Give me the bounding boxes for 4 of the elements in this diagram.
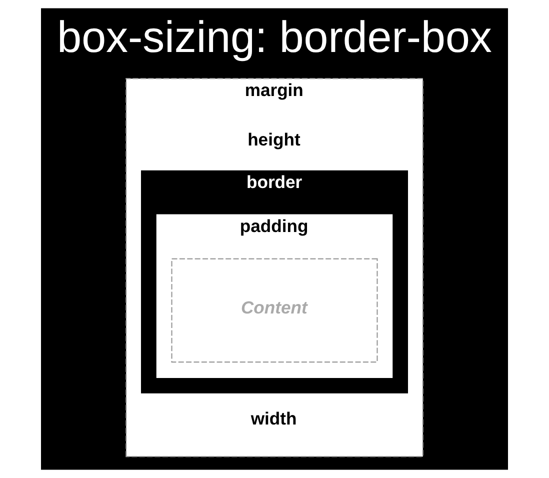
- node-box: Content: [171, 258, 378, 363]
- label: height: [248, 129, 300, 150]
- label: width: [250, 408, 297, 428]
- diagram-title: box-sizing: border-box: [57, 13, 492, 62]
